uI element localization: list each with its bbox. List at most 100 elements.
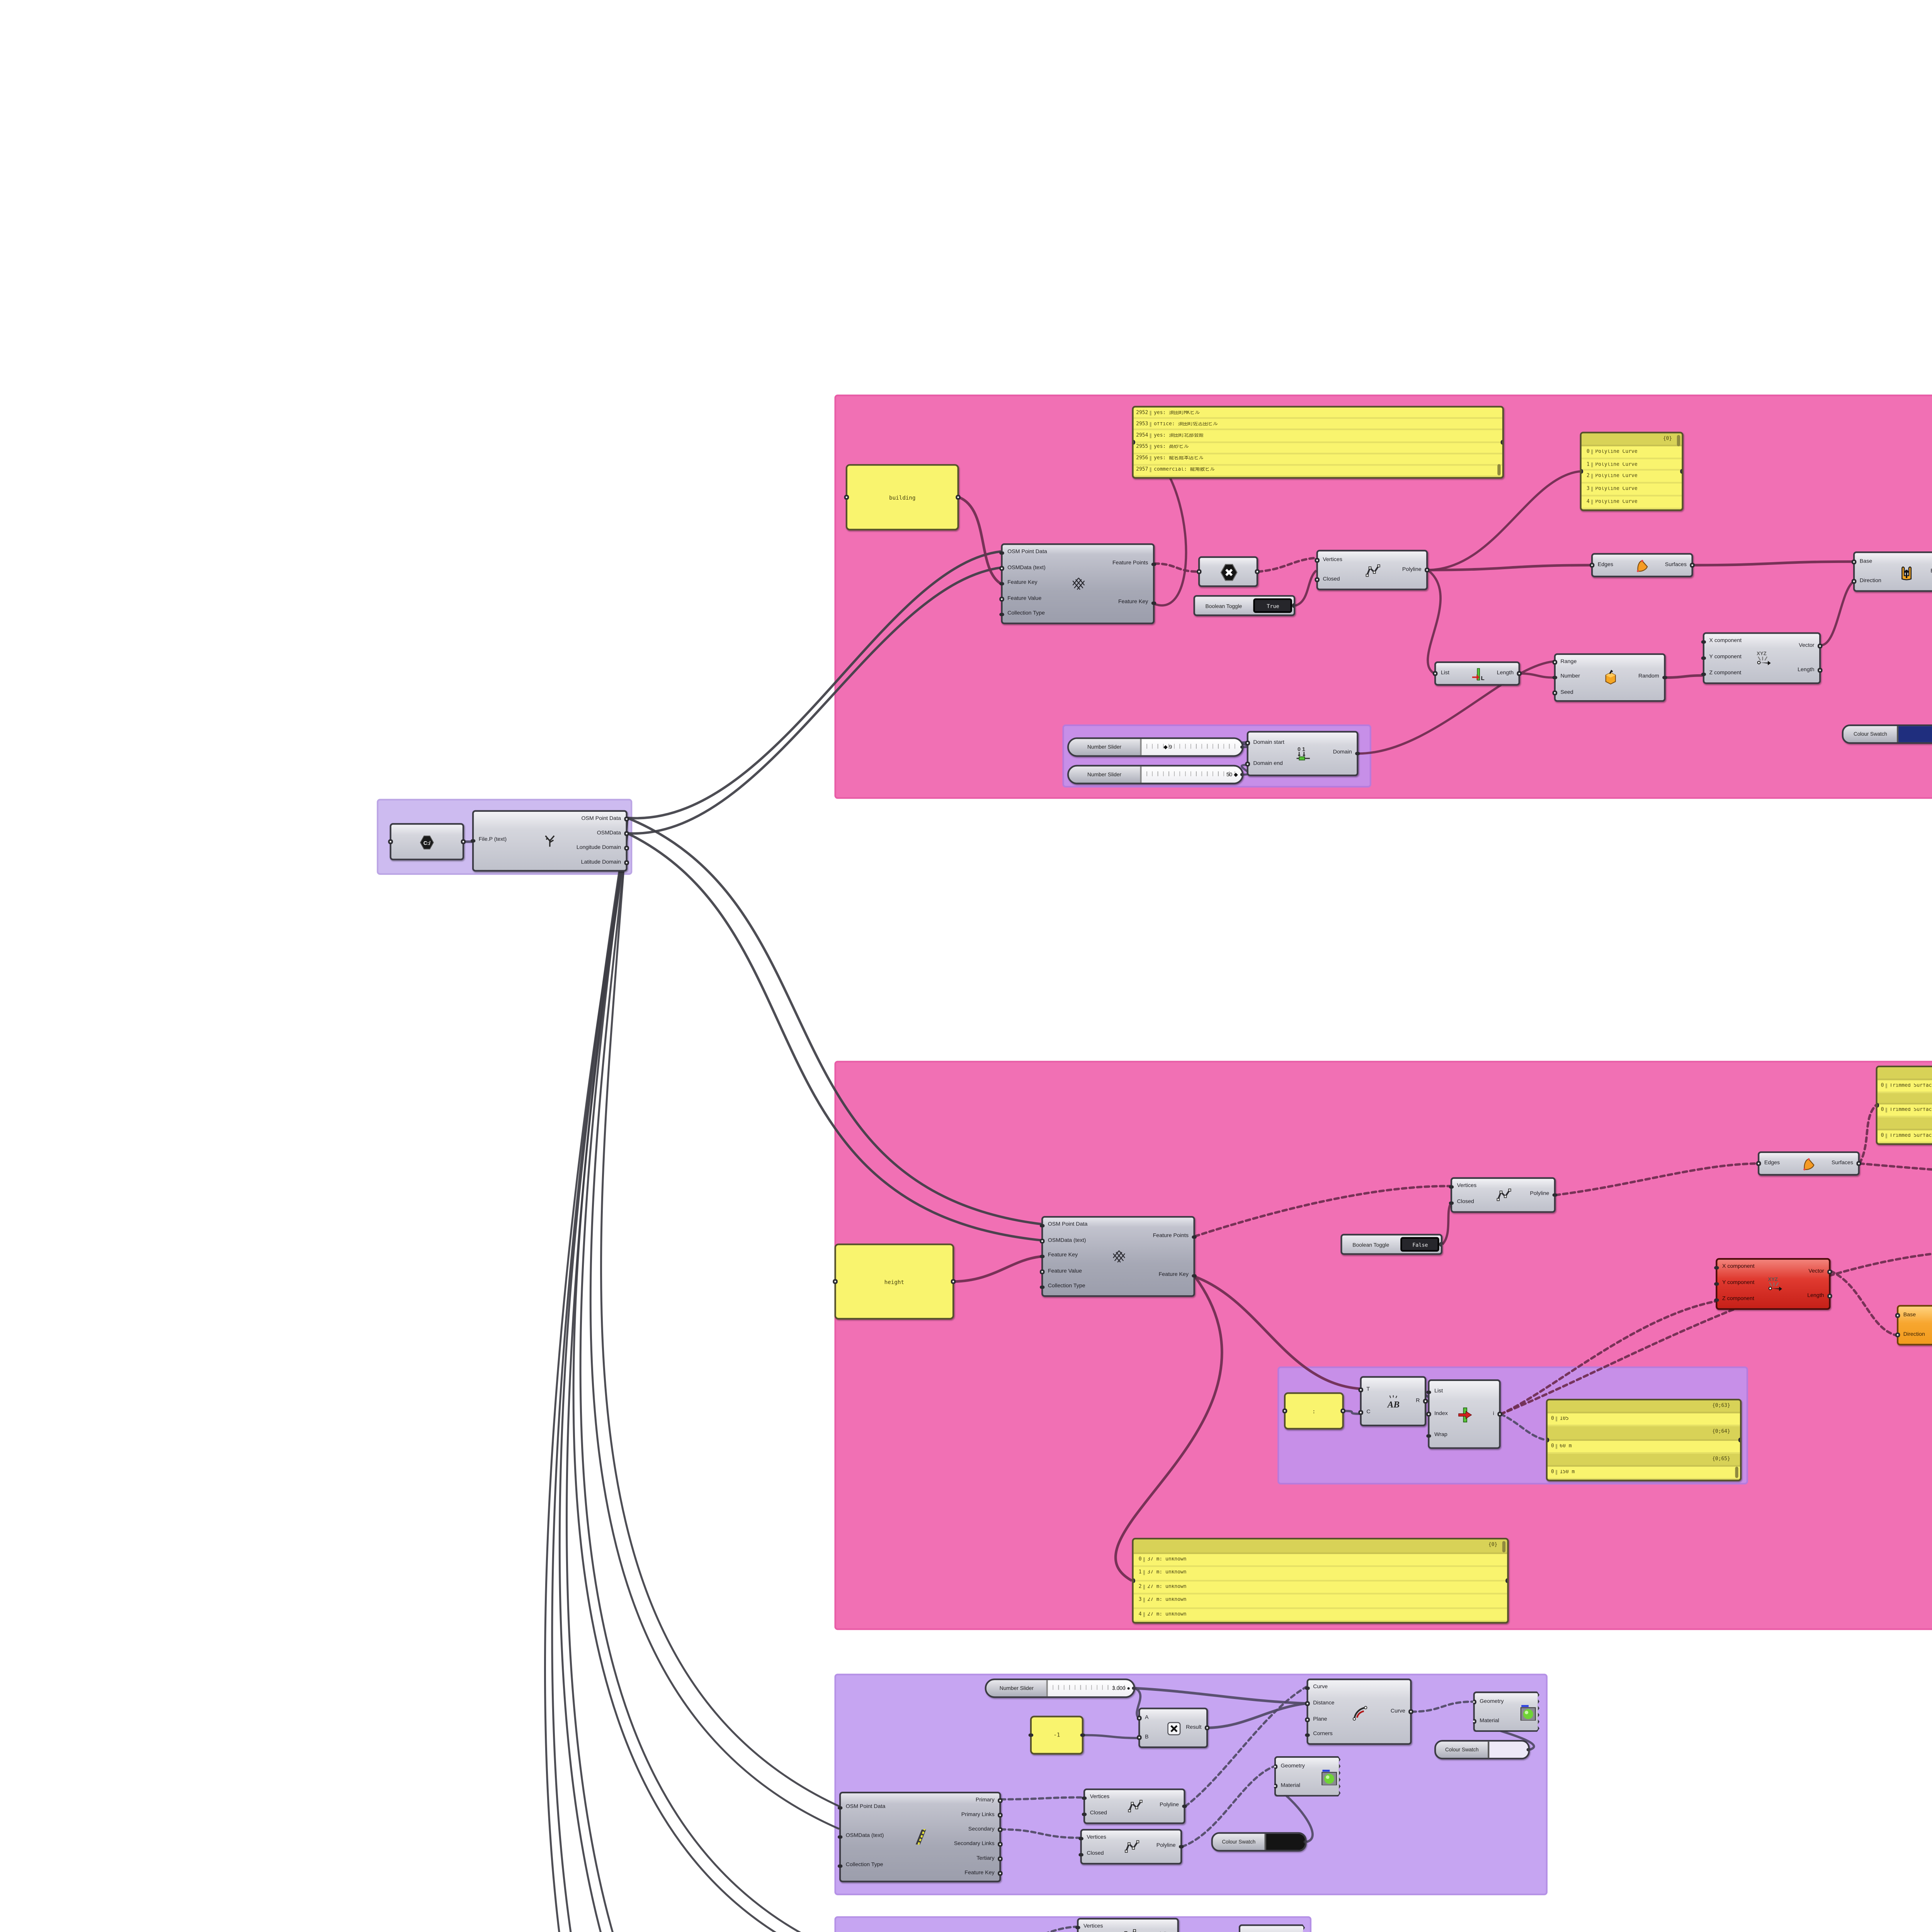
polyline-primary-output-pin[interactable]	[1182, 1804, 1187, 1809]
vector-xyz-error-output-pin[interactable]	[1827, 1270, 1832, 1274]
panel-neg1-roads-output-pin[interactable]	[1080, 1733, 1085, 1737]
file-parser-output-pin[interactable]	[624, 817, 629, 821]
list-item-output-pin[interactable]	[1497, 1412, 1502, 1417]
osm-building-filter-input-pin[interactable]	[1000, 550, 1004, 555]
multiply-roads-input-pin[interactable]	[1137, 1716, 1142, 1721]
panel-colon-output-pin[interactable]	[1340, 1408, 1345, 1413]
polyline-building-input-pin[interactable]	[1315, 577, 1320, 582]
polyline-building-input-pin[interactable]	[1315, 558, 1320, 563]
panel-scrollbar[interactable]	[1502, 1541, 1506, 1553]
panel-height-output-pin[interactable]	[951, 1279, 955, 1284]
polyline-building-output-pin[interactable]	[1424, 568, 1429, 572]
panel-height-unknowns-output-pin[interactable]	[1505, 1578, 1507, 1583]
construct-domain-input-pin[interactable]	[1246, 741, 1250, 745]
toggle-height-closed-output-pin[interactable]	[1439, 1242, 1441, 1247]
vector-xyz-building-input-pin[interactable]	[1702, 639, 1706, 644]
surfaces-building-input-pin[interactable]	[1590, 563, 1595, 568]
panel-building[interactable]: building	[845, 464, 960, 531]
preview-roads-secondary-input-pin[interactable]	[1274, 1783, 1278, 1788]
surfaces-building-output-pin[interactable]	[1690, 563, 1694, 568]
vector-xyz-building-input-pin[interactable]	[1702, 672, 1706, 677]
list-item-input-pin[interactable]	[1427, 1390, 1431, 1394]
vector-xyz-building-output-pin[interactable]	[1817, 668, 1822, 673]
swatch-roads-secondary-color-chip[interactable]	[1264, 1833, 1305, 1850]
slider-domain-end-value[interactable]: 50 ◆	[1226, 771, 1238, 778]
preview-roads-primary-input-pin[interactable]	[1473, 1719, 1476, 1723]
cull-cross-output-pin[interactable]	[1255, 569, 1259, 574]
offset-curve-roads-input-pin[interactable]	[1305, 1733, 1310, 1738]
random-output-pin[interactable]	[1662, 675, 1667, 680]
cull-cross[interactable]	[1197, 556, 1259, 587]
osm-height-filter-input-pin[interactable]	[1040, 1270, 1045, 1274]
extrude-height-warning-input-pin[interactable]	[1896, 1314, 1900, 1318]
osm-height-filter-output-pin[interactable]	[1192, 1274, 1196, 1278]
panel-polyline-curves-input-pin[interactable]	[1581, 469, 1583, 474]
swatch-roads-primary[interactable]: Colour Swatch	[1434, 1740, 1530, 1760]
panel-height[interactable]: height	[833, 1243, 955, 1320]
list-item-input-pin[interactable]	[1427, 1412, 1431, 1417]
osm-major-roads-input-pin[interactable]	[838, 1806, 843, 1810]
surfaces-height-output-pin[interactable]	[1856, 1161, 1861, 1166]
file-parser-output-pin[interactable]	[624, 846, 629, 850]
text-split-input-pin[interactable]	[1359, 1411, 1363, 1415]
osm-building-filter-output-pin[interactable]	[1151, 562, 1156, 566]
vector-xyz-building-output-pin[interactable]	[1817, 644, 1822, 648]
offset-curve-roads-input-pin[interactable]	[1305, 1701, 1310, 1706]
swatch-roads-secondary-output-pin[interactable]	[1303, 1840, 1305, 1844]
polyline-height-input-pin[interactable]	[1449, 1201, 1454, 1206]
file-path-input-pin[interactable]	[389, 839, 393, 844]
vector-xyz-building-input-pin[interactable]	[1702, 656, 1706, 660]
osm-height-filter-output-pin[interactable]	[1192, 1235, 1196, 1239]
polyline-height-input-pin[interactable]	[1449, 1185, 1454, 1189]
osm-major-roads-output-pin[interactable]	[998, 1842, 1002, 1847]
toggle-building-closed-value[interactable]: True	[1253, 598, 1293, 613]
swatch-roads-secondary[interactable]: Colour Swatch	[1211, 1832, 1307, 1852]
extrude-height-warning[interactable]: BaseDirectionExtrusion	[1896, 1305, 1932, 1345]
random-input-pin[interactable]	[1553, 675, 1558, 680]
slider-domain-start[interactable]: Number Slider◆ 9	[1067, 737, 1244, 757]
panel-scrollbar[interactable]	[1677, 435, 1681, 447]
osm-major-roads-output-pin[interactable]	[998, 1857, 1002, 1861]
toggle-building-closed-output-pin[interactable]	[1292, 603, 1294, 608]
list-length-input-pin[interactable]	[1433, 671, 1438, 676]
swatch-roads-primary-output-pin[interactable]	[1526, 1747, 1528, 1752]
panel-building-input-pin[interactable]	[845, 495, 849, 500]
osm-major-roads-input-pin[interactable]	[838, 1835, 843, 1839]
cull-cross-input-pin[interactable]	[1197, 569, 1202, 574]
slider-roads-width-output-pin[interactable]	[1132, 1686, 1134, 1690]
osm-major-roads-output-pin[interactable]	[998, 1798, 1002, 1803]
file-path-output-pin[interactable]	[461, 839, 465, 844]
osm-building-filter-input-pin[interactable]	[1000, 566, 1004, 570]
panel-neg1-roads-input-pin[interactable]	[1029, 1733, 1034, 1737]
panel-colon-input-pin[interactable]	[1283, 1408, 1287, 1413]
osm-height-filter-input-pin[interactable]	[1040, 1239, 1045, 1243]
panel-neg1-roads[interactable]: -1	[1029, 1716, 1085, 1755]
osm-building-filter-input-pin[interactable]	[1000, 582, 1004, 586]
osm-major-roads-output-pin[interactable]	[998, 1813, 1002, 1818]
osm-major-roads-output-pin[interactable]	[998, 1827, 1002, 1832]
text-split-output-pin[interactable]	[1423, 1399, 1427, 1403]
slider-roads-width-value[interactable]: 3.000 ●	[1112, 1685, 1130, 1692]
panel-scrollbar[interactable]	[1735, 1466, 1739, 1478]
polyline-secondary-input-pin[interactable]	[1079, 1836, 1083, 1841]
group-heights[interactable]	[834, 1061, 1932, 1630]
slider-domain-start-track[interactable]: ◆ 9	[1141, 739, 1242, 755]
panel-trimmed-surfaces-input-pin[interactable]	[1877, 1103, 1879, 1107]
slider-domain-start-value[interactable]: ◆ 9	[1163, 744, 1172, 750]
construct-domain-output-pin[interactable]	[1355, 751, 1359, 756]
